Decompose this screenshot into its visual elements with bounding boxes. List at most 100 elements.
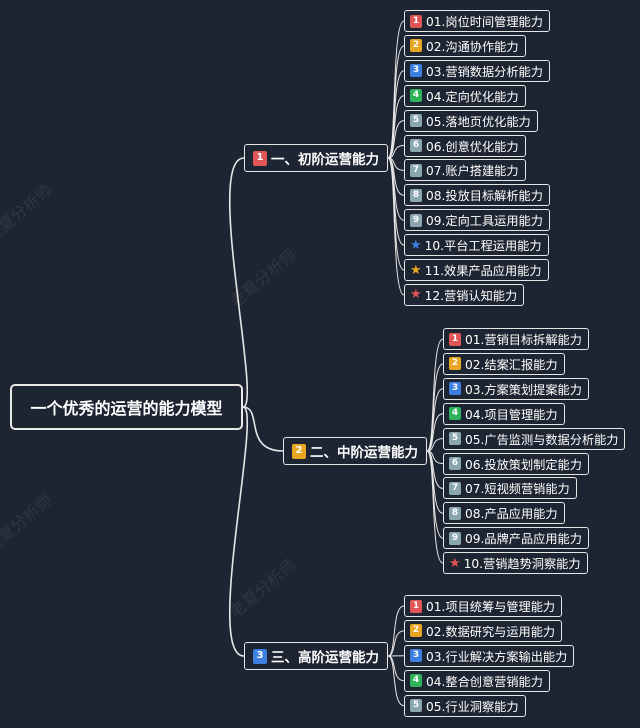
leaf-label: 03.方案策划提案能力 [465,382,582,397]
priority-badge: 9 [410,213,422,227]
connector-line [242,406,284,452]
priority-badge: 3 [410,649,422,663]
priority-badge: 5 [410,699,422,713]
leaf-node[interactable]: 4 04.定向优化能力 [404,84,526,107]
leaf-node[interactable]: 3 03.营销数据分析能力 [404,59,550,82]
priority-badge: 5 [449,432,461,446]
leaf-node[interactable]: 4 04.项目管理能力 [443,402,565,425]
leaf-label: 06.创意优化能力 [426,139,519,154]
leaf-label: 05.广告监测与数据分析能力 [465,432,619,447]
leaf-label: 04.整合创意营销能力 [426,674,543,689]
priority-badge: 4 [410,89,422,103]
leaf-label: 04.项目管理能力 [465,407,558,422]
star-icon: ★ [410,262,422,278]
connector-line [228,406,249,657]
priority-badge: 4 [449,407,461,421]
leaf-label: 02.数据研究与运用能力 [426,624,556,639]
leaf-label: 09.品牌产品应用能力 [465,532,582,547]
branch-label: 三、高阶运营能力 [271,650,379,666]
leaf-label: 11.效果产品应用能力 [424,264,542,278]
leaf-label: 04.定向优化能力 [426,89,519,104]
connector-line [426,450,444,564]
connector-line [387,145,405,159]
leaf-label: 12.营销认知能力 [424,288,518,303]
root-label: 一个优秀的运营的能力模型 [30,399,223,418]
leaf-label: 08.产品应用能力 [465,507,558,522]
connector-line [387,655,405,707]
leaf-label: 01.岗位时间管理能力 [426,15,543,29]
leaf-label: 02.沟通协作能力 [426,39,519,54]
leaf-label: 07.短视频营销能力 [465,482,570,497]
priority-badge: 1 [449,332,461,346]
leaf-node[interactable]: 4 04.整合创意营销能力 [404,669,550,692]
leaf-node[interactable]: ★10.营销趋势洞察能力 [443,552,588,575]
branch-label: 一、初阶运营能力 [271,152,379,168]
priority-badge: 1 [410,599,422,613]
connector-line [387,20,405,159]
leaf-node[interactable]: 1 01.岗位时间管理能力 [404,10,550,32]
leaf-label: 01.项目统筹与管理能力 [426,600,556,614]
leaf-node[interactable]: 3 03.行业解决方案输出能力 [404,644,575,667]
leaf-node[interactable]: 1 01.项目统筹与管理能力 [404,595,563,617]
priority-badge: 9 [449,531,461,545]
branch-badge: 2 [292,443,306,459]
priority-badge: 3 [410,64,422,78]
leaf-node[interactable]: 8 08.投放目标解析能力 [404,184,550,207]
leaf-node[interactable]: 7 07.短视频营销能力 [443,477,577,500]
leaf-node[interactable]: 1 01.营销目标拆解能力 [443,328,589,350]
leaf-label: 03.行业解决方案输出能力 [426,649,568,664]
root-node[interactable]: 一个优秀的运营的能力模型 [10,384,243,430]
leaf-node[interactable]: 8 08.产品应用能力 [443,502,565,525]
priority-badge: 5 [410,114,422,128]
priority-badge: 8 [410,188,422,202]
leaf-label: 03.营销数据分析能力 [426,64,543,79]
leaf-node[interactable]: 2 02.数据研究与运用能力 [404,619,563,642]
leaf-label: 05.行业洞察能力 [426,699,519,714]
priority-badge: 6 [449,457,461,470]
leaf-node[interactable]: ★10.平台工程运用能力 [404,234,549,257]
priority-badge: 4 [410,674,422,688]
leaf-label: 10.平台工程运用能力 [424,239,542,254]
leaf-node[interactable]: 5 05.行业洞察能力 [404,694,526,717]
priority-badge: 1 [410,14,422,28]
connector-line [387,605,405,657]
leaf-node[interactable]: 3 03.方案策划提案能力 [443,377,589,400]
star-icon: ★ [410,237,422,253]
priority-badge: 7 [449,481,461,495]
leaf-node[interactable]: 5 05.广告监测与数据分析能力 [443,427,626,450]
leaf-label: 10.营销趋势洞察能力 [463,557,581,572]
leaf-label: 09.定向工具运用能力 [426,214,543,229]
priority-badge: 3 [449,382,461,396]
leaf-node[interactable]: 2 02.沟通协作能力 [404,34,526,57]
branch-badge: 1 [253,150,267,166]
branch-label: 二、中阶运营能力 [310,445,418,461]
priority-badge: 2 [410,624,422,638]
leaf-label: 07.账户搭建能力 [426,164,519,179]
leaf-label: 01.营销目标拆解能力 [465,333,582,347]
leaf-node[interactable]: 9 09.品牌产品应用能力 [443,527,589,550]
priority-badge: 2 [410,39,422,53]
leaf-node[interactable]: ★12.营销认知能力 [404,283,525,306]
leaf-node[interactable]: 5 05.落地页优化能力 [404,109,538,132]
connector-line [426,338,444,452]
connector-line [387,630,405,657]
leaf-label: 08.投放目标解析能力 [426,189,543,204]
leaf-node[interactable]: 9 09.定向工具运用能力 [404,209,550,232]
priority-badge: 8 [449,506,461,520]
connector-line [426,438,444,452]
connector-line [426,413,444,452]
priority-badge: 2 [449,357,461,371]
connector-line [387,655,405,682]
connector-line [387,120,405,159]
star-icon: ★ [410,287,422,303]
leaf-label: 05.落地页优化能力 [426,114,531,129]
leaf-node[interactable]: ★11.效果产品应用能力 [404,259,549,281]
